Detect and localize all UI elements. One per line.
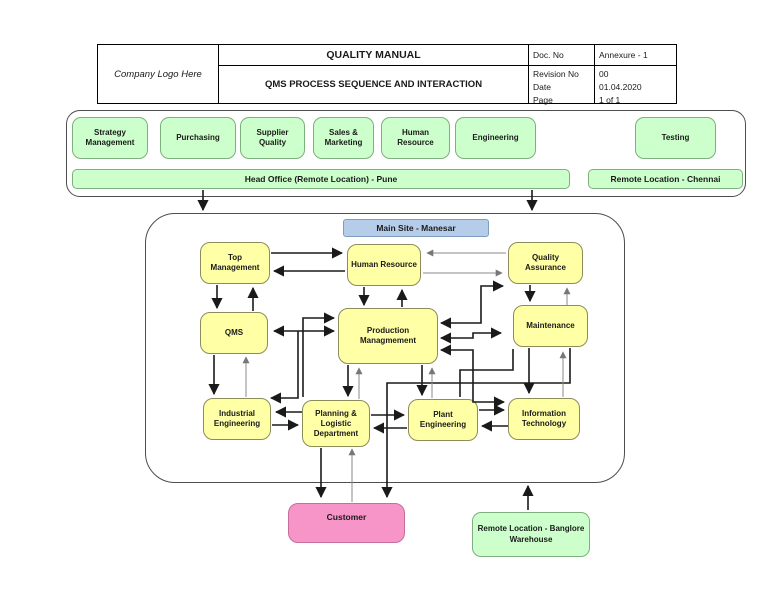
dept-purchasing: Purchasing <box>160 117 236 159</box>
document-subtitle: QMS PROCESS SEQUENCE AND INTERACTION <box>218 66 528 103</box>
revision-label: Revision No <box>533 69 579 79</box>
main-site-label: Main Site - Manesar <box>343 219 489 237</box>
dept-testing: Testing <box>635 117 716 159</box>
document-title: QUALITY MANUAL <box>218 45 528 66</box>
meta-labels-column: Doc. No Revision No Date Page <box>528 45 594 105</box>
doc-no-value: Annexure - 1 <box>595 45 676 66</box>
doc-no-label: Doc. No <box>529 45 594 66</box>
date-label: Date <box>533 82 551 92</box>
node-human-resource: Human Resource <box>347 244 421 286</box>
remote-location-chennai-bar: Remote Location - Chennai <box>588 169 743 189</box>
node-information-technology: Information Technology <box>508 398 580 440</box>
node-plant-engineering: Plant Engineering <box>408 399 478 441</box>
node-industrial-engineering: Industrial Engineering <box>203 398 271 440</box>
meta-values-column: Annexure - 1 00 01.04.2020 1 of 1 <box>594 45 676 105</box>
page-label: Page <box>533 95 553 105</box>
customer-box: Customer <box>288 503 405 543</box>
node-planning-logistic: Planning & Logistic Department <box>302 400 370 447</box>
document-header-table: Company Logo Here QUALITY MANUAL QMS PRO… <box>97 44 677 105</box>
node-top-management: Top Management <box>200 242 270 284</box>
page-value: 1 of 1 <box>599 95 621 105</box>
head-office-location-bar: Head Office (Remote Location) - Pune <box>72 169 570 189</box>
company-logo-placeholder: Company Logo Here <box>114 68 202 80</box>
date-value: 01.04.2020 <box>599 82 642 92</box>
dept-sales-marketing: Sales & Marketing <box>313 117 374 159</box>
node-production-management: Production Managmement <box>338 308 438 364</box>
dept-human-resource: Human Resource <box>381 117 450 159</box>
dept-engineering: Engineering <box>455 117 536 159</box>
dept-supplier-quality: Supplier Quality <box>240 117 305 159</box>
node-qms: QMS <box>200 312 268 354</box>
revision-value: 00 <box>599 69 609 79</box>
remote-location-banglore-warehouse-box: Remote Location - Banglore Warehouse <box>472 512 590 557</box>
node-quality-assurance: Quality Assurance <box>508 242 583 284</box>
dept-strategy-management: Strategy Management <box>72 117 148 159</box>
node-maintenance: Maintenance <box>513 305 588 347</box>
